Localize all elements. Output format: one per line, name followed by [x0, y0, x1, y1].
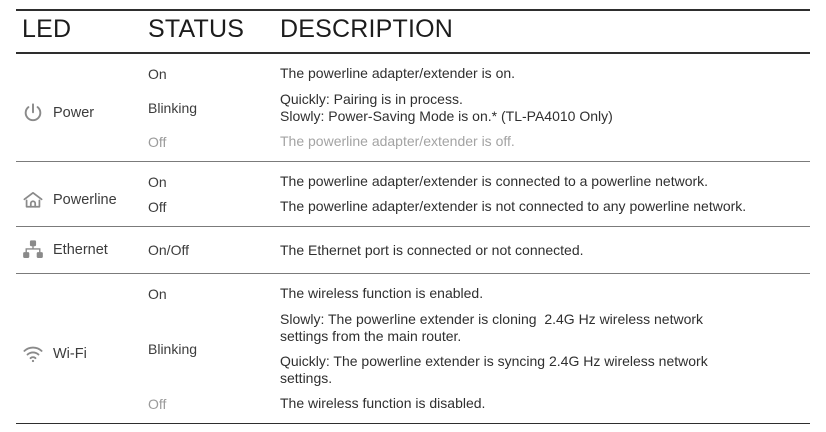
description-cell: The wireless function is enabled.: [280, 274, 810, 303]
wifi-icon: [22, 343, 44, 365]
status-cell: On: [148, 173, 167, 190]
description-line: The powerline adapter/extender is off.: [280, 133, 515, 149]
status-cell: Blinking: [148, 341, 198, 357]
description-cell: The powerline adapter/extender is connec…: [280, 162, 810, 191]
description-cell: The wireless function is disabled.: [280, 387, 810, 424]
led-group-wi-fi: Wi-Fi On The wireless function is enabled.…: [16, 274, 810, 424]
status-cell: Off: [148, 133, 167, 150]
description-cell: Quickly: Pairing is in process.Slowly: P…: [280, 82, 810, 125]
description-line: Quickly: The powerline extender is synci…: [280, 353, 708, 386]
description-line: The Ethernet port is connected or not co…: [280, 241, 584, 258]
led-label: Ethernet: [53, 242, 108, 258]
description-line: Quickly: Pairing is in process.: [280, 91, 463, 107]
description-line: Slowly: The powerline extender is clonin…: [280, 311, 704, 344]
table-row: Blinking Slowly: The powerline extender i…: [16, 302, 810, 387]
led-name-cell: Wi-Fi: [16, 274, 148, 424]
status-cell: On/Off: [148, 242, 189, 258]
status-cell: On: [148, 65, 167, 82]
header-row: LED STATUS DESCRIPTION: [16, 9, 810, 54]
table-header: LED STATUS DESCRIPTION: [16, 9, 810, 54]
led-label: Wi-Fi: [53, 346, 87, 362]
led-name-cell: Powerline: [16, 162, 148, 227]
status-cell: On: [148, 285, 167, 302]
description-cell: Slowly: The powerline extender is clonin…: [280, 302, 810, 387]
description-line: Slowly: Power-Saving Mode is on.* (TL-PA…: [280, 108, 613, 124]
table-row: Off The powerline adapter/extender is not…: [16, 190, 810, 227]
description-cell: The Ethernet port is connected or not co…: [280, 227, 810, 274]
table-row: Power On The powerline adapter/extender is…: [16, 53, 810, 122]
power-icon: [22, 102, 44, 124]
led-label: Power: [53, 105, 95, 121]
description-line: The powerline adapter/extender is on.: [280, 65, 516, 81]
column-header-led: LED: [16, 9, 148, 54]
description-line: The wireless function is disabled.: [280, 395, 486, 411]
description-line: The wireless function is enabled.: [280, 285, 484, 301]
status-cell: Off: [148, 198, 167, 215]
description-cell: The powerline adapter/extender is off.: [280, 125, 810, 162]
table-row: Off The powerline adapter/extender is off…: [16, 125, 810, 162]
led-label: Powerline: [53, 191, 117, 208]
status-cell: Off: [148, 395, 167, 412]
description-cell: The powerline adapter/extender is not co…: [280, 190, 810, 227]
description-line: The powerline adapter/extender is not co…: [280, 198, 747, 214]
powerline-house-icon: [22, 189, 44, 211]
description-cell: The powerline adapter/extender is on.: [280, 53, 810, 82]
led-name-cell: Ethernet: [16, 227, 148, 274]
table-row: Blinking Quickly: Pairing is in process.S…: [16, 82, 810, 125]
column-header-status: STATUS: [148, 9, 280, 54]
table-row: Wi-Fi On The wireless function is enabled.: [16, 274, 810, 363]
led-name-cell: Power: [16, 53, 148, 162]
column-header-description: DESCRIPTION: [280, 9, 810, 54]
led-group-ethernet: Ethernet On/Off The Ethernet port is conne…: [16, 227, 810, 274]
ethernet-network-icon: [22, 239, 44, 261]
table-row: Ethernet On/Off The Ethernet port is conne…: [16, 227, 810, 274]
table-row: Off The wireless function is disabled.: [16, 387, 810, 424]
status-cell: Blinking: [148, 100, 198, 116]
description-line: The powerline adapter/extender is connec…: [280, 173, 709, 189]
table-row: Powerline On The powerline adapter/extende…: [16, 162, 810, 208]
